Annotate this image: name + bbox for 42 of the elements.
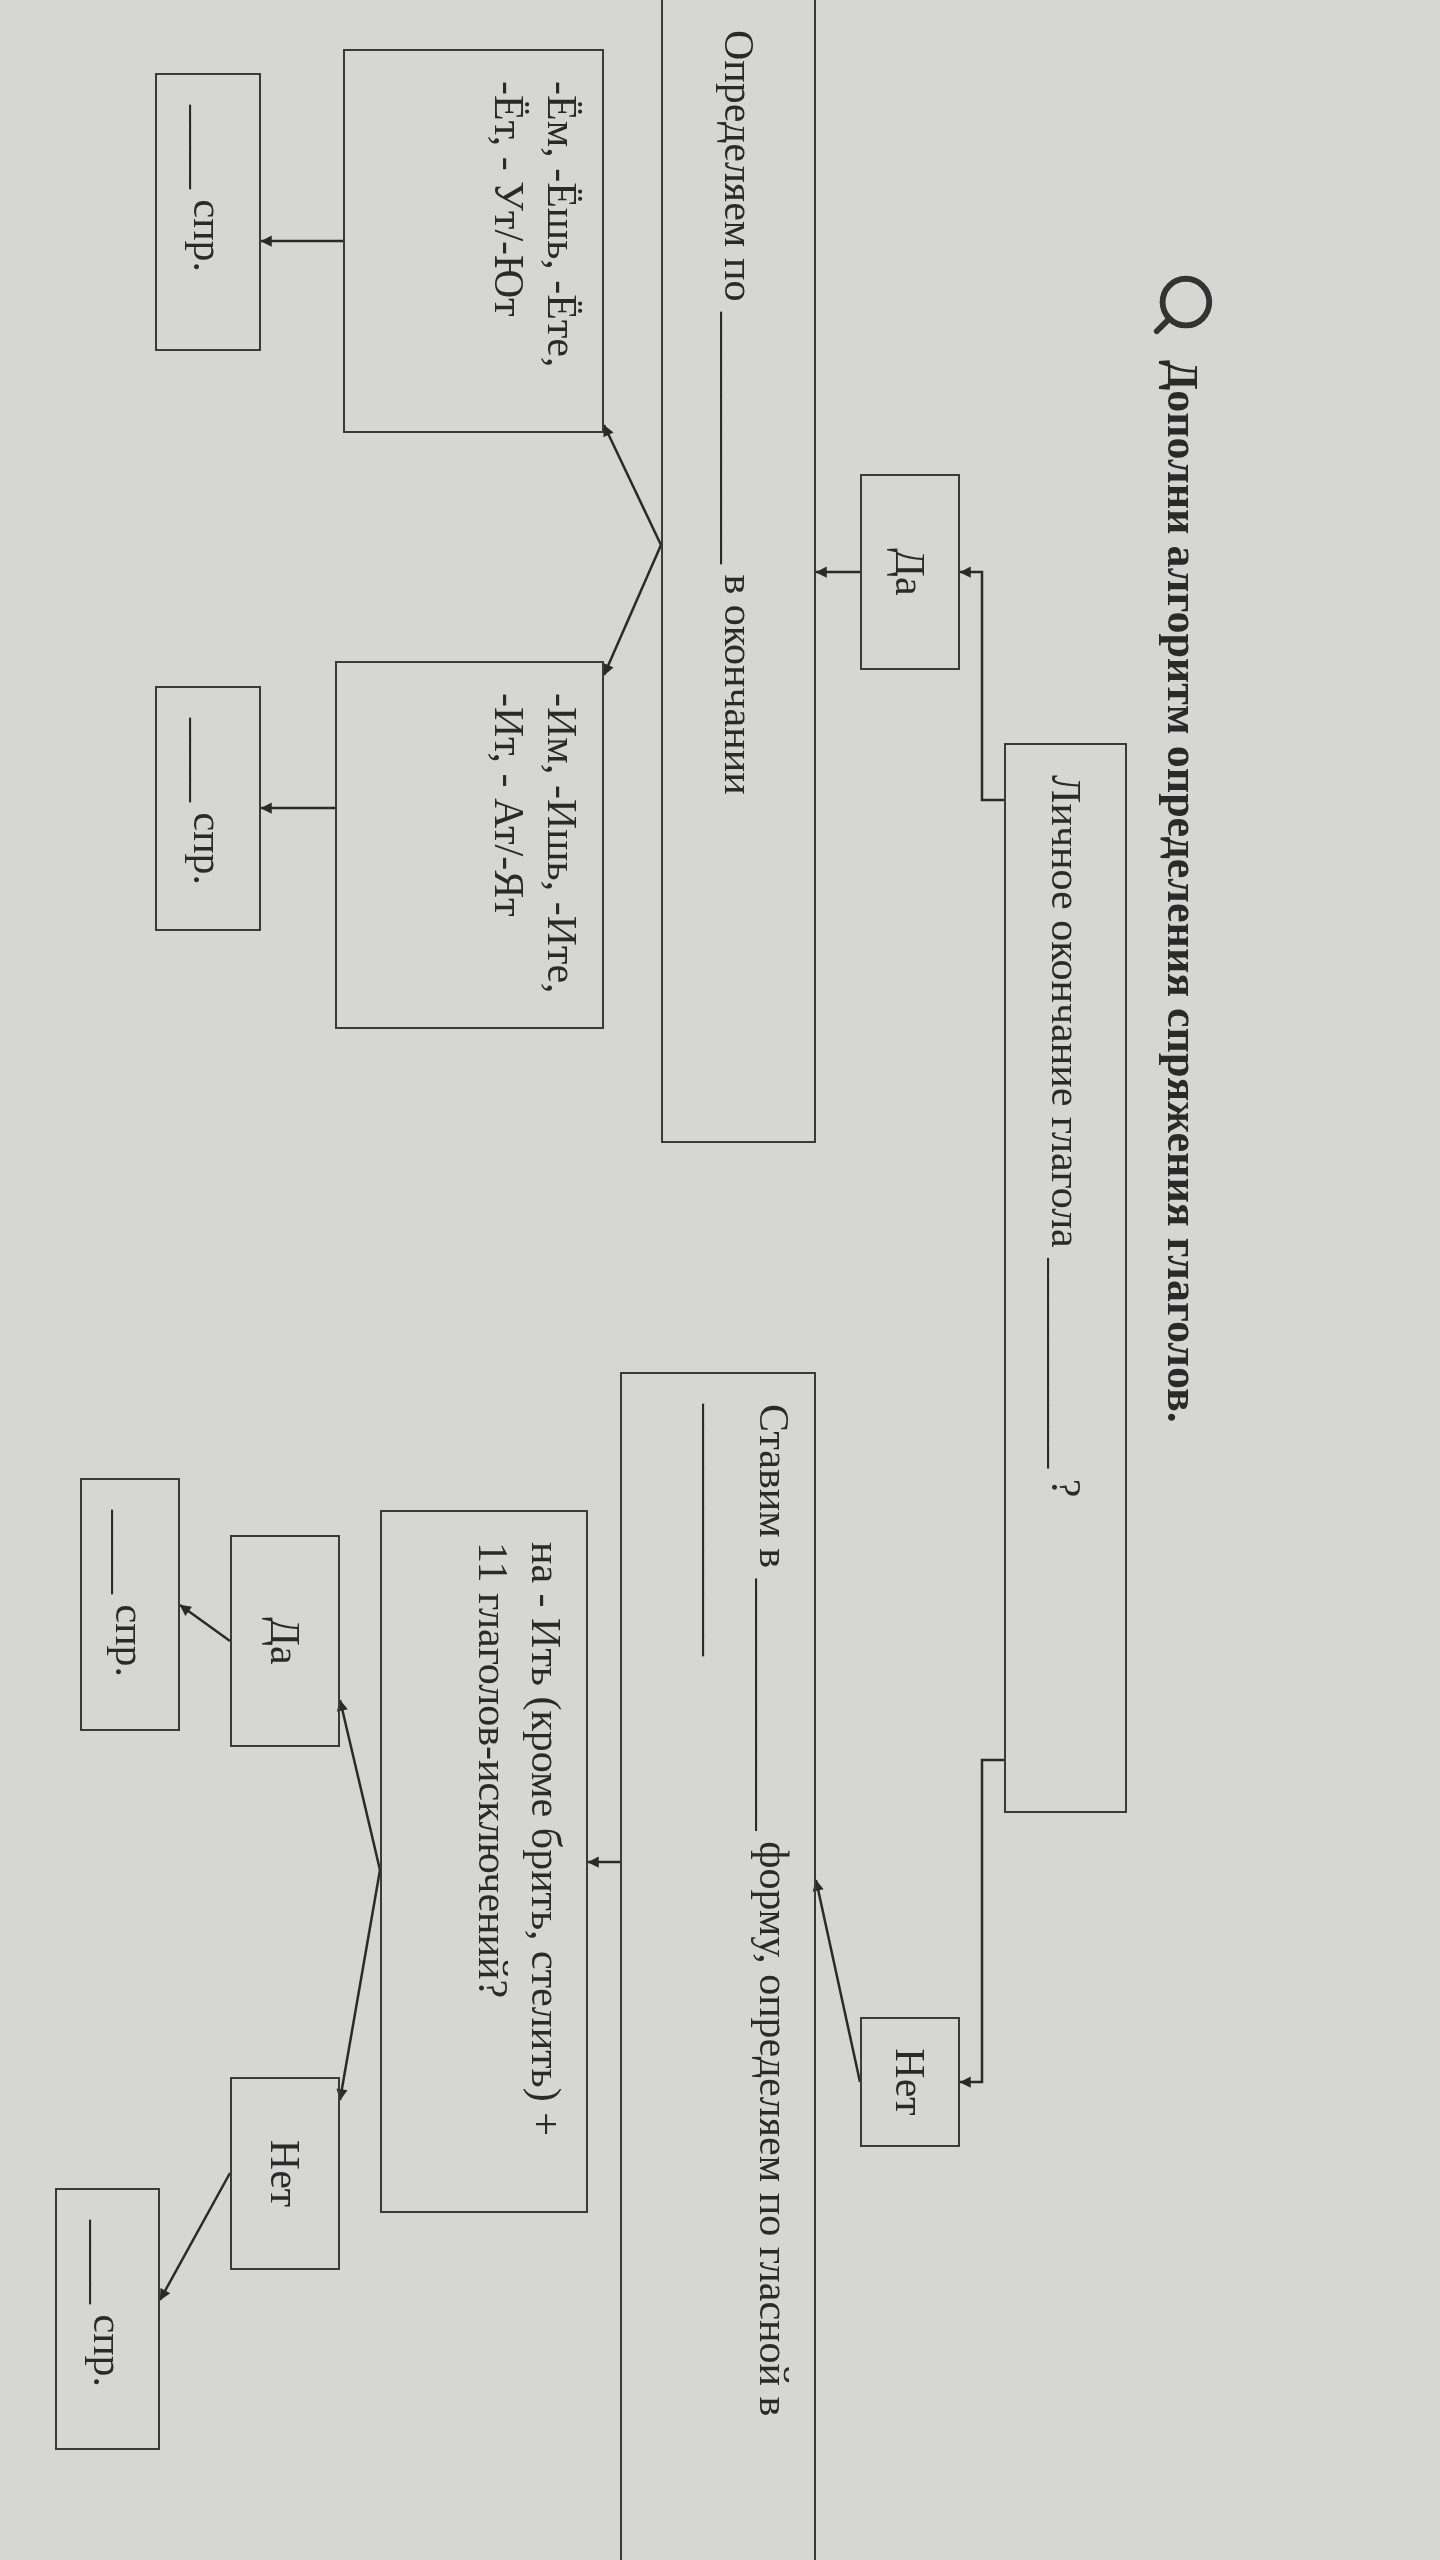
arrow bbox=[260, 235, 343, 247]
box-text: -Ём, -Ёшь, -Ёте, -Ёт, - Ут/-Ют bbox=[485, 81, 586, 370]
process-box bbox=[380, 1510, 588, 2213]
arrow bbox=[602, 424, 663, 546]
box-text: ____ спр. bbox=[184, 718, 233, 886]
process-box bbox=[55, 2188, 160, 2450]
arrow bbox=[815, 566, 860, 578]
arrow bbox=[959, 566, 1004, 802]
process-box bbox=[620, 1372, 816, 2560]
box-text: Да bbox=[261, 1617, 310, 1665]
box-text: ____ спр. bbox=[184, 105, 233, 273]
arrow bbox=[959, 1758, 1004, 2088]
process-box bbox=[343, 49, 604, 433]
box-text: Нет bbox=[261, 2139, 310, 2208]
box-text: ____ спр. bbox=[83, 2220, 132, 2388]
box-text: ____ спр. bbox=[106, 1510, 155, 1678]
box-text: Ставим в ____________ форму, определяем по гласной в ____________ bbox=[697, 1404, 798, 2419]
box-text: -Им, -Ишь, -Ите, -Ит, - Ат/-Ят bbox=[485, 693, 586, 996]
arrow bbox=[158, 2172, 232, 2301]
arrow bbox=[179, 1604, 231, 1642]
arrow bbox=[812, 1879, 862, 2083]
arrow bbox=[260, 802, 335, 814]
process-box bbox=[155, 73, 261, 351]
box-text: Определяем по ____________ в окончании bbox=[714, 30, 763, 795]
answer-box bbox=[230, 2077, 340, 2270]
arrow bbox=[336, 1699, 382, 1871]
box-text: Да bbox=[886, 548, 935, 596]
box-text: на - Ить (кроме брить, стелить) + 11 глаголов-исключений? bbox=[469, 1542, 570, 2138]
process-box bbox=[661, 0, 816, 1143]
box-text: Личное окончание глагола __________ ? bbox=[1041, 775, 1090, 1498]
process-box bbox=[155, 686, 261, 931]
arrow bbox=[587, 1856, 620, 1868]
process-box bbox=[80, 1478, 180, 1731]
arrow bbox=[602, 544, 663, 676]
process-box bbox=[1004, 743, 1127, 1813]
arrow bbox=[336, 1869, 382, 2101]
answer-box bbox=[860, 2017, 960, 2147]
process-box bbox=[335, 661, 604, 1029]
box-text: Нет bbox=[886, 2048, 935, 2116]
answer-box bbox=[860, 474, 960, 670]
title: Дополни алгоритм определения спряжения глаголов. bbox=[1157, 360, 1208, 1423]
answer-box bbox=[230, 1535, 340, 1747]
